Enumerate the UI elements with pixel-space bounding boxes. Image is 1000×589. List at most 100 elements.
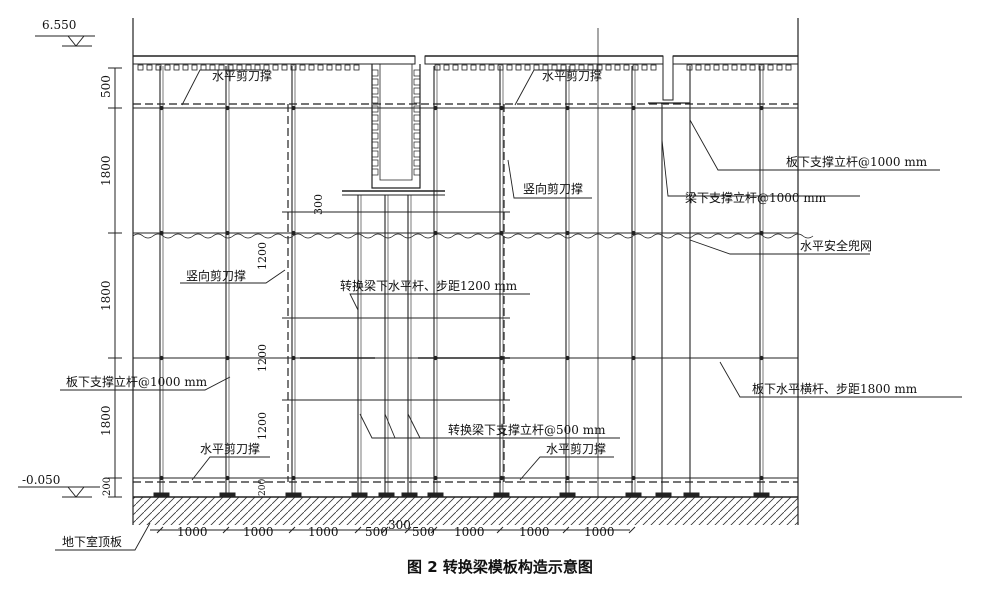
joint	[631, 355, 636, 361]
slab-joist	[137, 64, 144, 71]
hdim-9: 1000	[584, 525, 615, 539]
slab-joist	[632, 64, 639, 71]
slab-joist	[479, 64, 486, 71]
side-beam	[662, 56, 674, 101]
slab-joist	[776, 64, 783, 71]
hdim-6: 500	[412, 525, 435, 539]
slab-joist	[443, 64, 450, 71]
beam-joist-left	[371, 69, 379, 77]
slab-joist	[785, 64, 792, 71]
vdim-1800-mid: 1800	[99, 280, 113, 311]
beam-joist-right	[413, 159, 421, 167]
vdim-1800-bottom: 1800	[99, 405, 113, 436]
hdim-tick	[381, 526, 389, 534]
slab-joist	[695, 64, 702, 71]
transfer-beam-inner	[379, 64, 413, 181]
slab-joist	[740, 64, 747, 71]
joint	[225, 475, 230, 481]
hdim-ticks	[156, 526, 636, 534]
beam-joist-left	[371, 159, 379, 167]
hdim-3: 1000	[308, 525, 339, 539]
slab-joist	[623, 64, 630, 71]
beam-joist-right	[413, 114, 421, 122]
joint	[159, 355, 164, 361]
slab-joist	[605, 64, 612, 71]
hdim-tick	[156, 526, 164, 534]
label-slab-pole-left: 板下支撑立杆@1000 mm	[66, 374, 208, 389]
joint	[159, 475, 164, 481]
slab-joist	[515, 64, 522, 71]
slab-joist	[290, 64, 297, 71]
slab-joist	[263, 64, 270, 71]
slab-joist	[155, 64, 162, 71]
slab-joist	[488, 64, 495, 71]
slab-joist	[272, 64, 279, 71]
beam-joist-left	[371, 78, 379, 86]
beam-joist-right	[413, 168, 421, 176]
idim-200: 200	[258, 479, 268, 496]
hdim-8: 1000	[519, 525, 550, 539]
hdim-tick	[628, 526, 636, 534]
joint	[759, 105, 764, 111]
vdim-200: 200	[102, 477, 113, 496]
joint	[499, 355, 504, 361]
slab-joist	[641, 64, 648, 71]
beam-joist-right	[413, 150, 421, 158]
joint	[565, 475, 570, 481]
slab-joist	[299, 64, 306, 71]
elevation-bottom-text: -0.050	[22, 473, 60, 487]
elevation-bottom-marker: -0.050	[18, 473, 100, 498]
slab-joist	[308, 64, 315, 71]
label-beam-pole: 梁下支撑立杆@1000 mm	[685, 190, 827, 205]
beam-joist-right	[413, 78, 421, 86]
slab-joist	[533, 64, 540, 71]
joint	[631, 105, 636, 111]
beam-joist-right	[413, 141, 421, 149]
elevation-top-text: 6.550	[42, 18, 76, 32]
label-transfer-bar: 转换梁下水平杆、步距1200 mm	[340, 278, 518, 293]
label-slab-pole: 板下支撑立杆@1000 mm	[786, 154, 928, 169]
joint	[159, 105, 164, 111]
idim-300: 300	[312, 194, 325, 215]
slab-joist	[146, 64, 153, 71]
label-h-brace-top-right: 水平剪刀撑	[542, 68, 602, 83]
slab-joist	[470, 64, 477, 71]
vertical-dimension-chain	[108, 67, 122, 498]
slab-joist	[767, 64, 774, 71]
slab-joist	[164, 64, 171, 71]
slab-joist	[335, 64, 342, 71]
leader-lines	[55, 69, 962, 551]
slab-joist	[434, 64, 441, 71]
joint	[225, 230, 230, 236]
hdim-tick	[222, 526, 230, 534]
beam-joist-right	[413, 105, 421, 113]
joint	[433, 475, 438, 481]
beam-joist-left	[371, 132, 379, 140]
hdim-2: 1000	[243, 525, 274, 539]
joint	[631, 230, 636, 236]
joint	[565, 230, 570, 236]
beam-joist-left	[371, 96, 379, 104]
joint	[291, 355, 296, 361]
beam-joist-left	[371, 123, 379, 131]
hdim-5: 300	[388, 518, 411, 532]
hdim-4: 500	[365, 525, 388, 539]
top-slab-mid	[424, 55, 664, 65]
beam-joist-left	[371, 87, 379, 95]
hdim-tick	[562, 526, 570, 534]
basement-slab	[133, 497, 798, 525]
slab-joist	[650, 64, 657, 71]
slab-joist	[722, 64, 729, 71]
slab-joist	[506, 64, 513, 71]
slab-joist	[524, 64, 531, 71]
hdim-tick	[404, 526, 412, 534]
slab-joist	[326, 64, 333, 71]
joint	[759, 355, 764, 361]
hdim-tick	[288, 526, 296, 534]
label-transfer-pole: 转换梁下支撑立杆@500 mm	[448, 422, 606, 437]
label-h-brace-bottom-right: 水平剪刀撑	[546, 441, 606, 456]
hdim-tick	[496, 526, 504, 534]
hdim-1: 1000	[177, 525, 208, 539]
slab-joist	[614, 64, 621, 71]
